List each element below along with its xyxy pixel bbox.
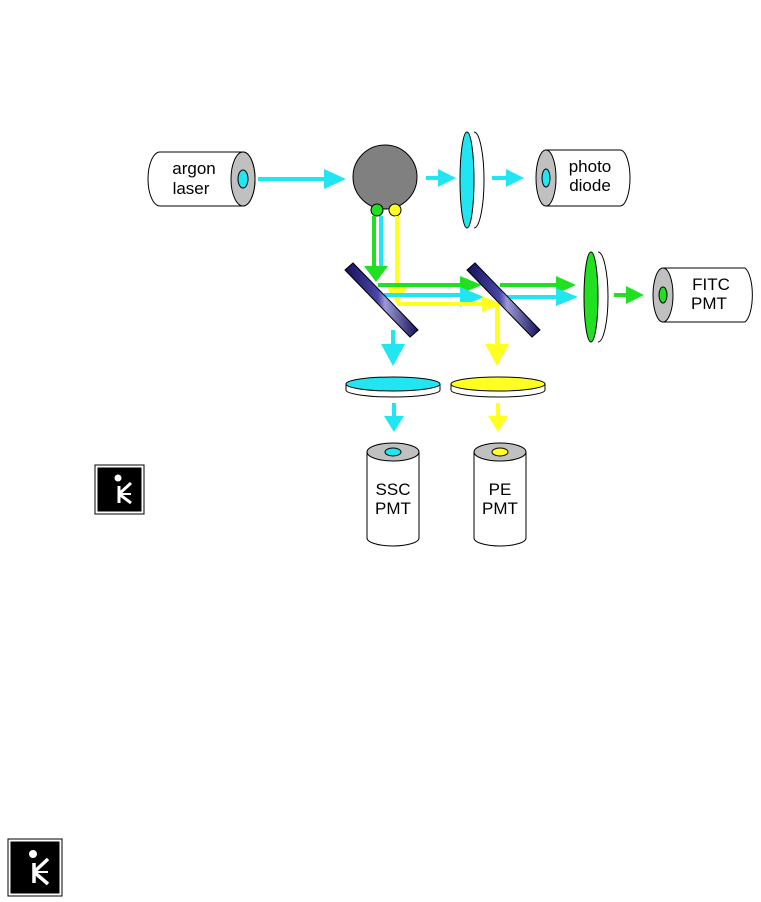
emission-beams — [364, 216, 578, 366]
argon-laser: argon laser — [147, 151, 256, 207]
fitc-label-line2: PMT — [691, 294, 727, 313]
photodiode-label-line2: diode — [569, 176, 611, 195]
pe-pmt: PE PMT — [473, 442, 527, 547]
ssc-arrow — [384, 403, 404, 432]
photodiode: photo diode — [535, 149, 631, 207]
pe-arrow — [488, 403, 508, 432]
pe-label-line1: PE — [489, 480, 512, 499]
laser-label-line1: argon — [172, 159, 215, 178]
ssc-pmt-aperture — [384, 447, 402, 457]
dichroic-mirror-1 — [344, 262, 419, 338]
pe-filter — [450, 376, 546, 398]
fitc-filter — [583, 251, 609, 343]
forward-scatter-arrow-1 — [426, 169, 456, 187]
flow-cell — [352, 144, 418, 217]
fitc-pmt: FITC PMT — [652, 267, 753, 323]
photodiode-aperture — [541, 168, 551, 188]
running-figure-logo-icon[interactable] — [7, 838, 63, 897]
ssc-pmt: SSC PMT — [366, 442, 420, 547]
yellow-signal-dot — [388, 203, 402, 217]
running-figure-logo-icon[interactable] — [94, 464, 145, 515]
laser-beam-arrow — [258, 169, 346, 189]
fitc-label-line1: FITC — [692, 275, 730, 294]
dichroic-mirror-2 — [466, 262, 541, 338]
ssc-label-line1: SSC — [376, 480, 411, 499]
ssc-label-line2: PMT — [375, 499, 411, 518]
fitc-arrow — [614, 286, 644, 304]
pe-label-line2: PMT — [482, 499, 518, 518]
green-signal-dot — [370, 203, 384, 217]
forward-scatter-arrow-2 — [492, 169, 524, 187]
pe-pmt-aperture — [491, 447, 509, 457]
forward-scatter-lens — [459, 131, 485, 229]
laser-label-line2: laser — [173, 179, 210, 198]
ssc-filter — [345, 376, 441, 398]
photodiode-label-line1: photo — [569, 157, 612, 176]
fitc-pmt-aperture — [658, 286, 668, 304]
laser-aperture — [237, 169, 249, 189]
